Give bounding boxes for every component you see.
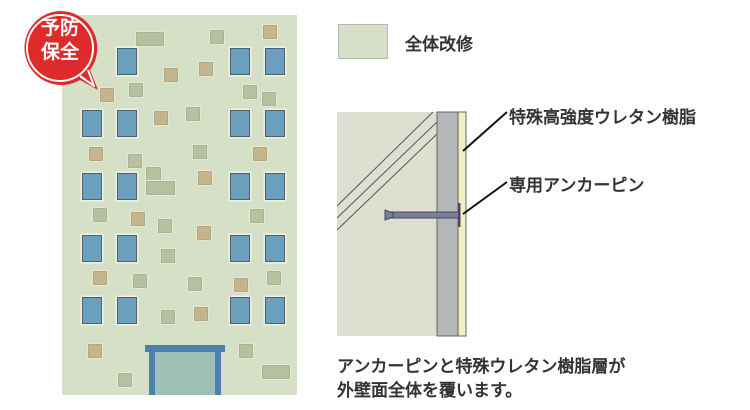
window	[230, 297, 250, 324]
repair-patch	[129, 83, 143, 97]
caption: アンカーピンと特殊ウレタン樹脂層が 外壁面全体を覆います。	[337, 355, 625, 403]
repair-patch	[93, 271, 107, 285]
window	[265, 235, 285, 262]
building-illustration	[62, 15, 297, 395]
legend-label: 全体改修	[405, 35, 473, 55]
repair-patch	[194, 307, 208, 321]
repair-patch	[193, 145, 207, 159]
window	[265, 173, 285, 200]
window	[230, 110, 250, 137]
repair-patch	[188, 277, 202, 291]
window	[230, 173, 250, 200]
badge-line1: 予防	[40, 17, 79, 39]
window	[117, 48, 137, 75]
repair-patch	[210, 30, 224, 44]
window	[82, 110, 102, 137]
callout-anchor-pin-label: 専用アンカーピン	[509, 176, 645, 196]
badge-line2: 保全	[40, 41, 79, 63]
window	[230, 48, 250, 75]
repair-patch	[100, 88, 114, 102]
window	[82, 235, 102, 262]
window	[117, 297, 137, 324]
repair-patch	[198, 171, 212, 185]
repair-patch	[243, 85, 257, 99]
repair-patch	[93, 208, 107, 222]
window	[265, 48, 285, 75]
repair-patch	[263, 25, 277, 39]
repair-patch	[136, 32, 164, 46]
window	[265, 110, 285, 137]
repair-patch	[267, 271, 281, 285]
repair-patch	[133, 274, 147, 288]
repair-patch	[164, 68, 178, 82]
repair-patch	[253, 147, 267, 161]
wall-cross-section	[337, 111, 508, 337]
repair-patch	[146, 181, 175, 195]
repair-patch	[88, 344, 102, 358]
window	[117, 173, 137, 200]
badge-text: 予防 保全	[18, 16, 102, 64]
entrance-door	[145, 345, 225, 395]
window	[265, 297, 285, 324]
repair-patch	[158, 219, 172, 233]
caption-line1: アンカーピンと特殊ウレタン樹脂層が	[337, 357, 626, 377]
repair-patch	[118, 373, 132, 387]
repair-patch	[262, 92, 276, 106]
repair-patch	[161, 310, 175, 324]
anchor-pin	[384, 203, 461, 227]
repair-patch	[89, 147, 103, 161]
window	[117, 110, 137, 137]
window	[82, 173, 102, 200]
caption-line2: 外壁面全体を覆います。	[337, 381, 523, 401]
repair-patch	[262, 365, 290, 379]
repair-patch	[199, 62, 213, 76]
legend-swatch	[338, 24, 388, 59]
repair-patch	[250, 209, 264, 223]
window	[117, 235, 137, 262]
window	[230, 235, 250, 262]
repair-patch	[131, 212, 145, 226]
window	[82, 297, 102, 324]
repair-patch	[234, 278, 248, 292]
repair-patch	[197, 226, 211, 240]
preventive-maintenance-badge	[24, 10, 99, 90]
repair-patch	[161, 249, 175, 263]
repair-patch	[239, 344, 253, 358]
repair-patch	[186, 107, 200, 121]
repair-patch	[128, 154, 142, 168]
repair-patch	[154, 111, 168, 125]
callout-resin-label: 特殊高強度ウレタン樹脂	[509, 108, 696, 128]
